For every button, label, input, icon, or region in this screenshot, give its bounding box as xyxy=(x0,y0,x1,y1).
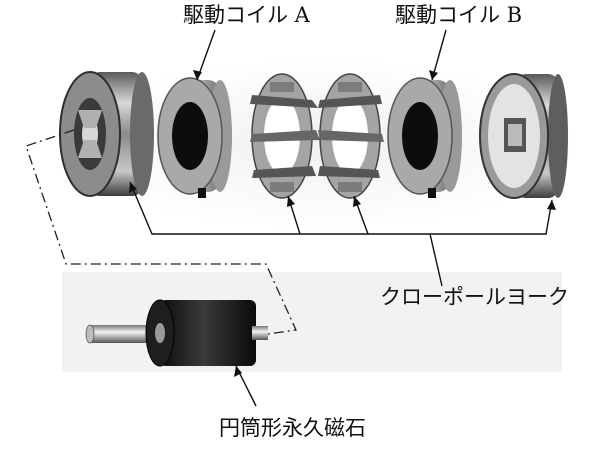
label-claw-pole-yoke: クローポールヨーク xyxy=(380,285,569,309)
photo-background-bottom xyxy=(62,272,562,372)
yoke-arrowheads xyxy=(129,182,556,210)
arrowhead-coil-a xyxy=(193,70,202,80)
yoke-end-cap-left xyxy=(59,71,154,197)
drive-coil-b xyxy=(387,77,462,198)
label-cylindrical-magnet: 円筒形永久磁石 xyxy=(219,416,366,440)
cylindrical-magnet xyxy=(85,299,268,367)
drive-coil-a xyxy=(157,77,232,198)
arrowhead-coil-b xyxy=(429,70,438,80)
label-drive-coil-a: 駆動コイル A xyxy=(183,3,310,27)
arrowhead-magnet xyxy=(234,366,242,377)
label-drive-coil-b: 駆動コイル B xyxy=(395,3,523,27)
leader-coil-b xyxy=(431,29,447,81)
projection-line xyxy=(25,129,297,335)
claw-pole-2 xyxy=(318,73,384,199)
claw-pole-1 xyxy=(250,73,320,199)
yoke-end-cap-right xyxy=(479,73,568,199)
